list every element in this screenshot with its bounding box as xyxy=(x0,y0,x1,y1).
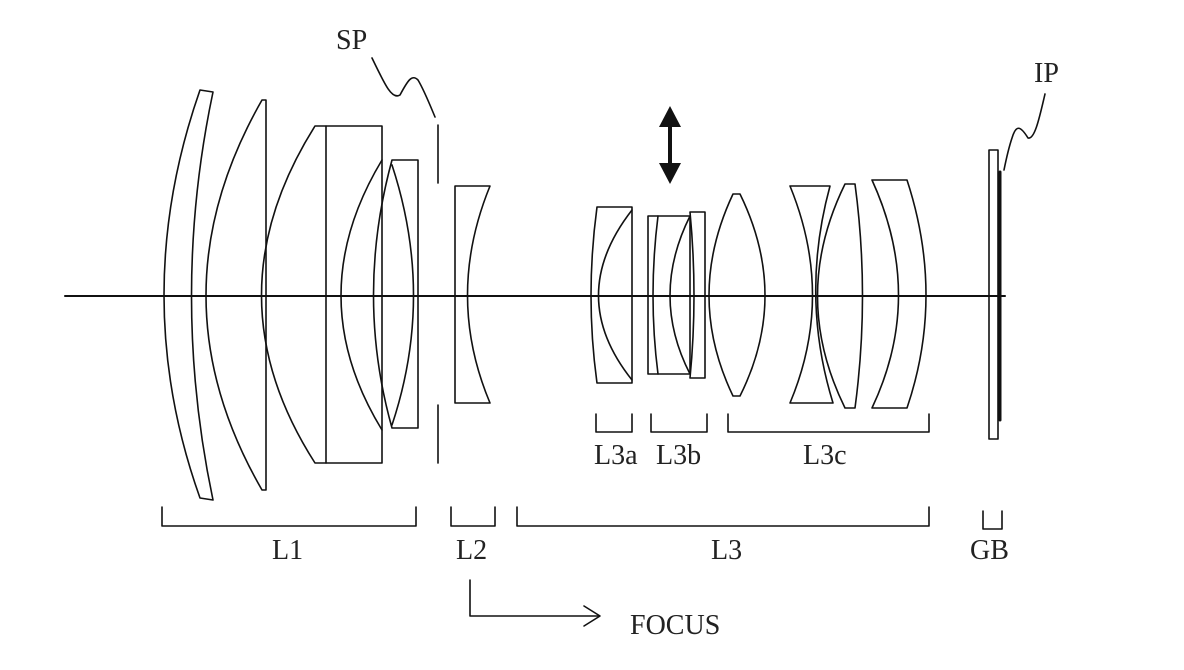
arrow-head-up xyxy=(659,106,681,127)
ip-leader-line xyxy=(1004,94,1045,170)
focus-arrow-line xyxy=(470,580,598,616)
lens-element xyxy=(374,160,419,428)
lens-element xyxy=(872,180,926,408)
bracket-l2 xyxy=(451,507,495,526)
focus-movement-arrow xyxy=(659,106,681,184)
label-l3b: L3b xyxy=(656,440,701,471)
ip-label: IP xyxy=(1034,58,1059,89)
lens-group-l3c xyxy=(709,180,926,408)
subgroup-brackets xyxy=(596,414,929,432)
label-l3a: L3a xyxy=(594,440,638,471)
group-brackets xyxy=(162,507,1002,529)
lens-element xyxy=(790,186,833,403)
label-l3c: L3c xyxy=(803,440,847,471)
bracket-l3c xyxy=(728,414,929,432)
sp-label: SP xyxy=(336,25,367,56)
lens-group-l2 xyxy=(455,186,490,403)
bracket-l3a xyxy=(596,414,632,432)
glass-block xyxy=(989,150,998,439)
arrow-head-down xyxy=(659,163,681,184)
label-l1: L1 xyxy=(272,535,303,566)
focus-label: FOCUS xyxy=(630,610,720,641)
label-l3: L3 xyxy=(711,535,742,566)
glass-block-gb: IP xyxy=(989,58,1059,439)
bracket-l3b xyxy=(651,414,707,432)
sp-leader-line xyxy=(372,58,435,117)
label-gb: GB xyxy=(970,535,1009,566)
label-l2: L2 xyxy=(456,535,487,566)
lens-element xyxy=(262,126,383,463)
lens-element xyxy=(455,186,490,403)
bracket-l1 xyxy=(162,507,416,526)
bracket-gb xyxy=(983,511,1002,529)
bracket-l3 xyxy=(517,507,929,526)
focus-arrow xyxy=(470,580,600,626)
aperture-stop: SP xyxy=(336,25,438,463)
